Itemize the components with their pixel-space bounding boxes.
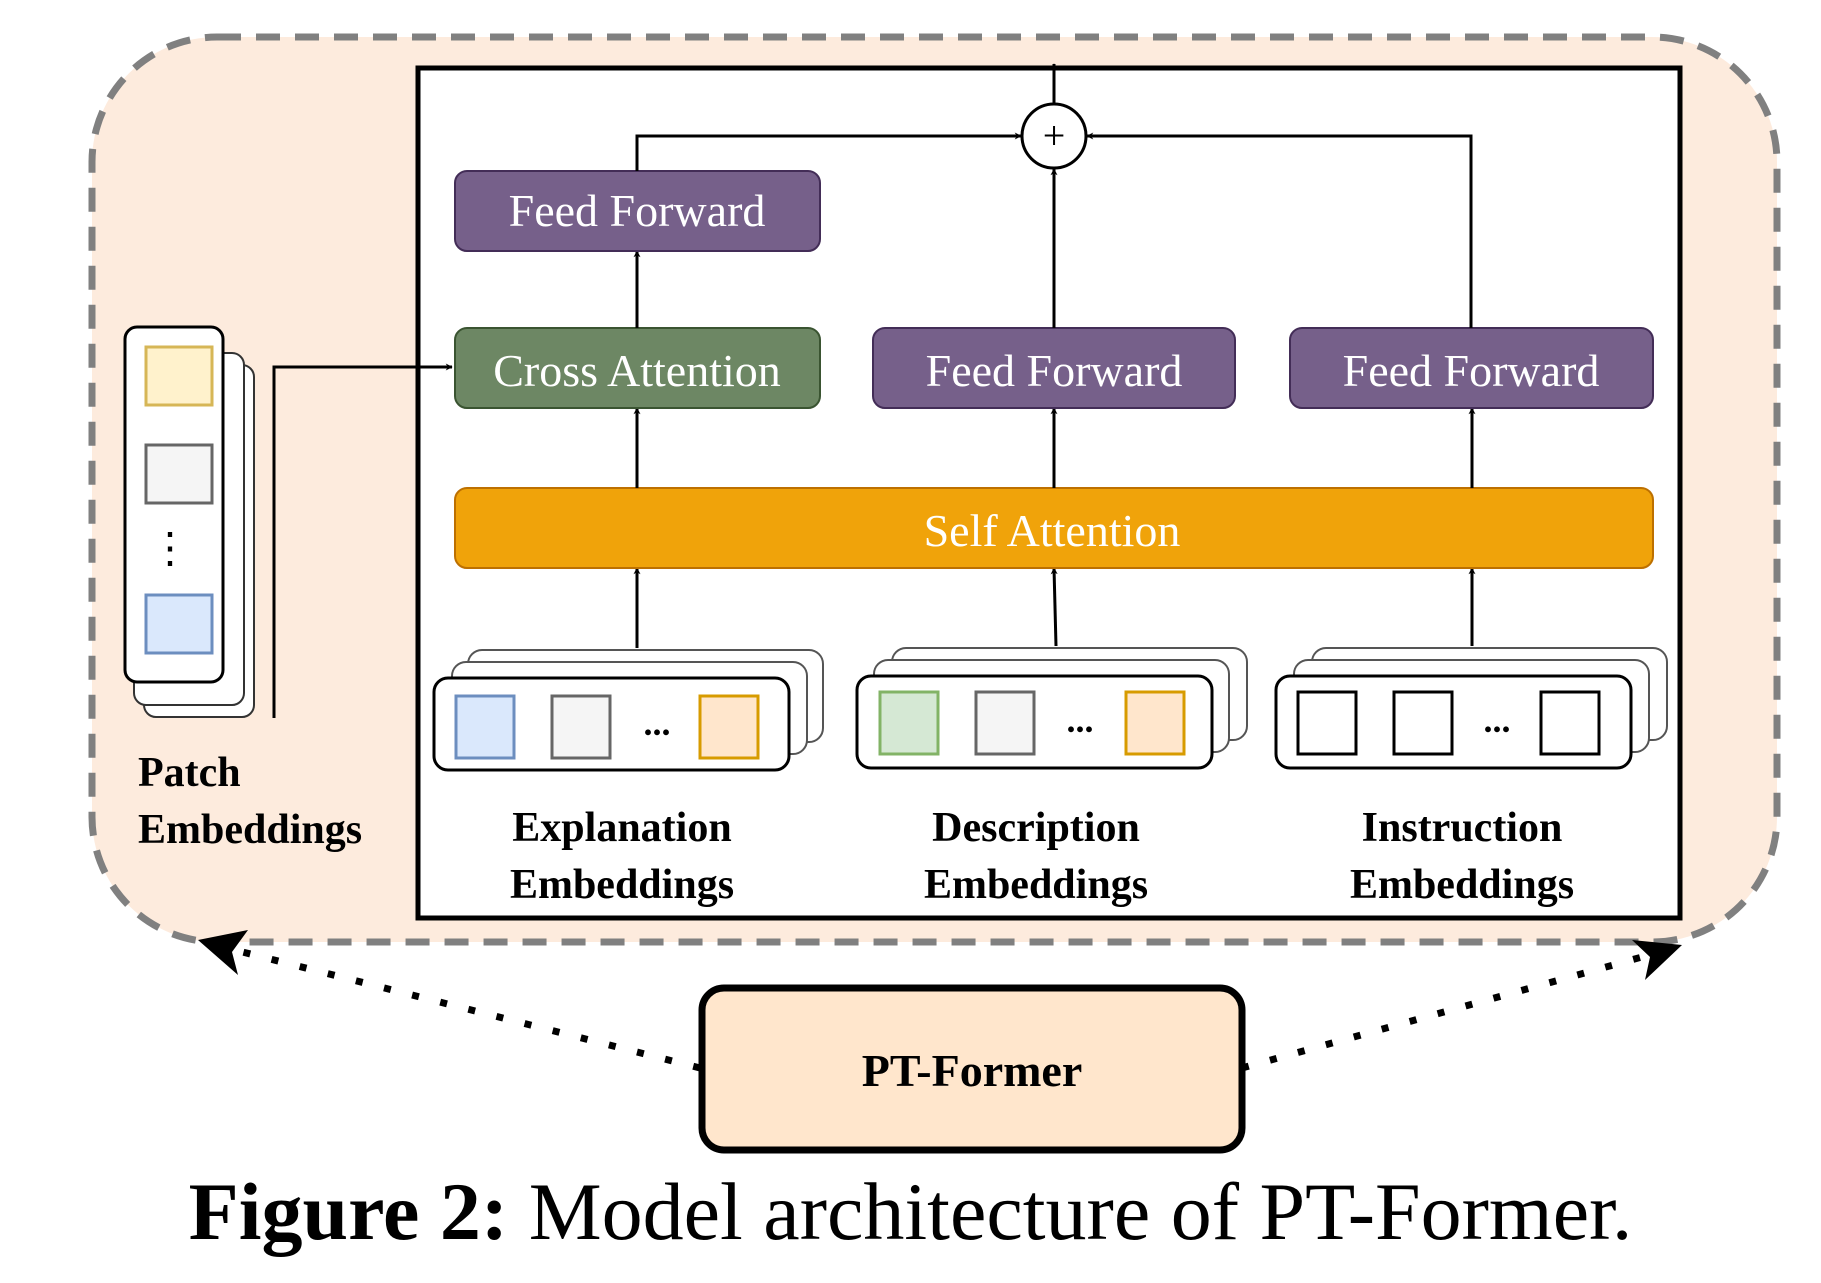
cross-attention-label: Cross Attention: [493, 345, 781, 396]
patch-label-line2: Embeddings: [138, 807, 362, 853]
feed-forward-right-label: Feed Forward: [1343, 345, 1600, 396]
description-embeddings-stack: ...: [855, 647, 1248, 770]
patch-to-cross-attention-arrow: [272, 363, 453, 718]
ff-top-to-sum-arrow: [635, 132, 1022, 171]
pt-former-box: [698, 984, 1246, 1154]
instruction-token-1: [1296, 690, 1358, 756]
pt-former-label: PT-Former: [862, 1045, 1083, 1096]
description-label-line1: Description: [932, 805, 1140, 851]
pt-former-right-dotted-arrow: [1241, 948, 1661, 1072]
instruction-label-line2: Embeddings: [1350, 862, 1574, 908]
explanation-token-gray: [550, 694, 612, 760]
description-token-green: [878, 690, 940, 756]
pt-former-right-arrowhead: [1632, 940, 1682, 980]
instruction-token-3: [1539, 690, 1601, 756]
explanation-label-line1: Explanation: [512, 805, 731, 851]
pt-former-left-dotted-arrow: [214, 941, 701, 1072]
instruction-embeddings-stack: ...: [1274, 647, 1668, 770]
feed-forward-mid-label: Feed Forward: [926, 345, 1183, 396]
patch-token-blue: [144, 593, 214, 655]
instruction-token-2: [1392, 690, 1454, 756]
description-token-orange: [1124, 690, 1186, 756]
instruction-label-line1: Instruction: [1362, 805, 1563, 851]
self-attention-label: Self Attention: [924, 505, 1181, 556]
caption-text: Model architecture of PT-Former.: [528, 1166, 1633, 1257]
patch-embeddings-stack: ⋮: [123, 325, 255, 718]
patch-label-line1: Patch: [138, 750, 241, 796]
explanation-embeddings-stack: ...: [432, 649, 824, 772]
explanation-label-line2: Embeddings: [510, 862, 734, 908]
caption-prefix: Figure 2:: [188, 1166, 509, 1257]
patch-token-gray: [144, 443, 214, 505]
description-to-self-attention-arrow: [1050, 567, 1058, 647]
explanation-token-orange: [698, 694, 760, 760]
sum-symbol: +: [1043, 113, 1066, 158]
description-token-gray: [974, 690, 1036, 756]
description-ellipsis: ...: [1067, 700, 1094, 740]
ff-right-to-sum-arrow: [1086, 132, 1473, 328]
instruction-ellipsis: ...: [1484, 700, 1511, 740]
feed-forward-top-label: Feed Forward: [509, 185, 766, 236]
figure-caption: Figure 2: Model architecture of PT-Forme…: [0, 1165, 1821, 1259]
explanation-token-blue: [454, 694, 516, 760]
patch-ellipsis: ⋮: [149, 526, 191, 572]
pt-former-left-arrowhead: [198, 930, 248, 975]
explanation-ellipsis: ...: [644, 703, 671, 743]
patch-token-yellow: [144, 345, 214, 407]
description-label-line2: Embeddings: [924, 862, 1148, 908]
